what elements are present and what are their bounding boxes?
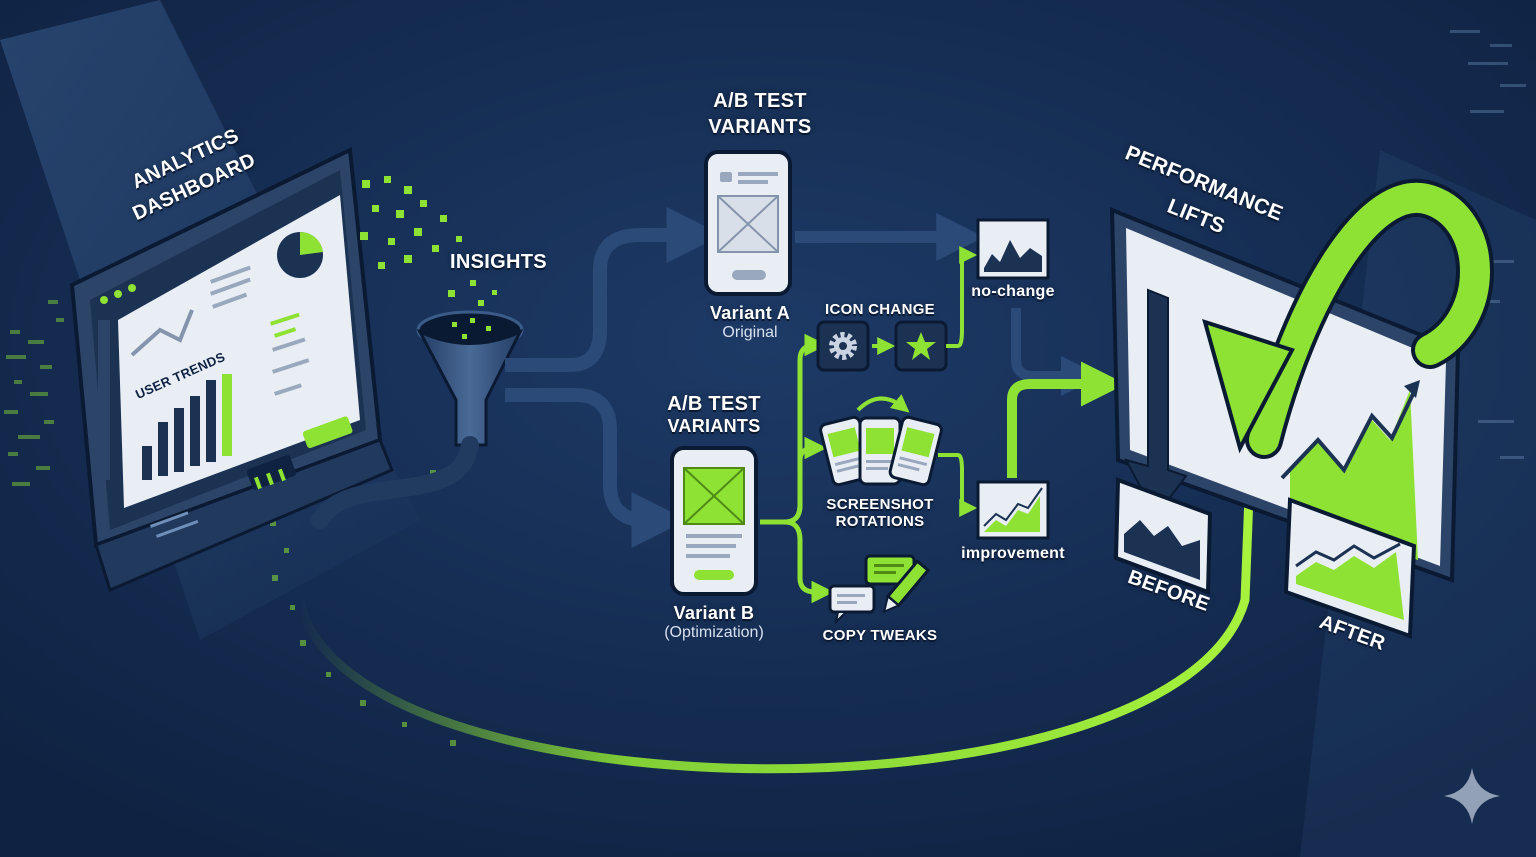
connector-icon-to-nochange — [946, 246, 978, 348]
variants-title-a-line2: VARIANTS — [708, 116, 812, 138]
variants-title-b-line2: VARIANTS — [667, 416, 761, 436]
user-trends-bar-chart — [142, 374, 232, 480]
gear-icon — [829, 332, 857, 360]
feedback-loop-arrow — [295, 465, 1255, 774]
console-button — [302, 416, 353, 449]
variant-b-name: Variant B — [673, 603, 755, 623]
no-change-chart — [976, 218, 1050, 280]
connector-to-variant-a — [505, 207, 723, 372]
pencil-icon — [882, 559, 931, 614]
screenshot-rotations-line1: SCREENSHOT — [826, 496, 934, 513]
sparkle-icon — [1444, 768, 1500, 824]
connector-improvement-to-panel — [1007, 361, 1126, 478]
line-chart — [130, 309, 194, 357]
connector-to-variant-b — [505, 388, 688, 548]
screenshot-rotations-group — [819, 394, 943, 487]
up-trend-line — [1280, 391, 1416, 480]
copy-tweaks-group — [828, 554, 931, 626]
variants-title-a-line1: A/B TEST — [713, 90, 807, 112]
performance-curl-arrow — [1202, 178, 1494, 459]
improvement-label: improvement — [961, 545, 1065, 562]
variant-a-name: Variant A — [709, 303, 791, 323]
insights-label: INSIGHTS — [450, 251, 547, 273]
connector-nochange-to-panel — [1011, 308, 1101, 396]
chat-bubble-icon — [828, 554, 916, 626]
before-chart — [1113, 477, 1213, 595]
variant-b-phone — [670, 446, 758, 596]
branch-screenshot — [784, 436, 827, 525]
no-change-label: no-change — [971, 283, 1055, 300]
copy-tweaks-label: COPY TWEAKS — [822, 627, 938, 644]
connector-screens-to-improvement — [938, 453, 978, 517]
data-stream-left — [4, 300, 64, 486]
variants-title-b-line1: A/B TEST — [667, 393, 761, 415]
variant-b-desc: (Optimization) — [664, 624, 764, 641]
analytics-monitor — [69, 146, 394, 593]
funnel-icon — [416, 310, 524, 447]
icon-change-label: ICON CHANGE — [825, 301, 935, 318]
after-chart — [1283, 497, 1417, 639]
icon-change-group — [816, 320, 948, 372]
screenshot-rotations-line2: ROTATIONS — [835, 513, 925, 530]
variant-a-phone — [704, 150, 792, 296]
funnel-outflow-pipe — [311, 436, 479, 529]
star-icon — [906, 332, 936, 360]
down-trend-arrow — [1124, 288, 1188, 518]
branch-copy — [784, 519, 834, 604]
variant-a-desc: Original — [722, 324, 778, 341]
improvement-chart — [976, 480, 1050, 540]
